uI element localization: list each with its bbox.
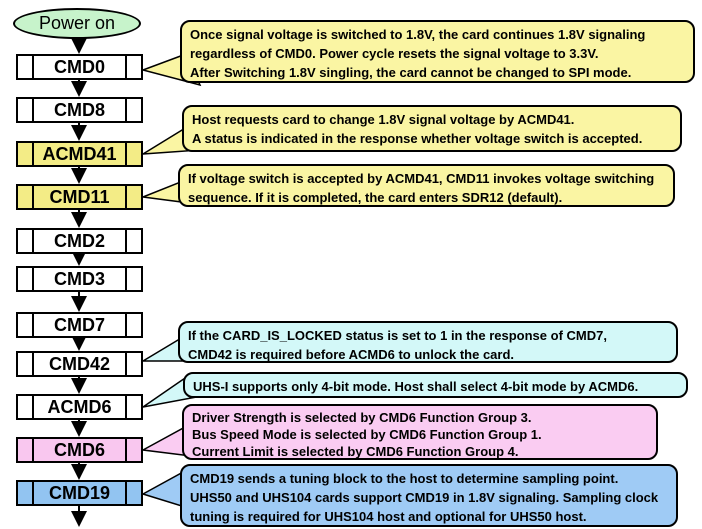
callout-text-line: After Switching 1.8V singling, the card … [190, 65, 632, 80]
start-node: Power on [13, 8, 141, 39]
node-label: ACMD41 [42, 143, 117, 164]
callout-acmd41: Host requests card to change 1.8V signal… [182, 105, 682, 152]
node-label: CMD3 [53, 268, 105, 289]
callout-text-line: A status is indicated in the response wh… [192, 131, 643, 146]
callout-text-line: UHS50 and UHS104 cards support CMD19 in … [190, 490, 659, 505]
node-label: CMD42 [48, 353, 110, 374]
callout-acmd6: UHS-I supports only 4-bit mode. Host sha… [183, 372, 688, 398]
node-label: CMD6 [53, 439, 105, 460]
node-cmd19: CMD19 [16, 480, 143, 506]
callout-text-line: Current Limit is selected by CMD6 Functi… [192, 444, 519, 459]
callout-text-line: CMD42 is required before ACMD6 to unlock… [188, 347, 515, 362]
callout-cmd19: CMD19 sends a tuning block to the host t… [180, 464, 678, 527]
node-cmd7: CMD7 [16, 312, 143, 338]
node-label: ACMD6 [47, 396, 112, 417]
callout-cmd6: Driver Strength is selected by CMD6 Func… [182, 404, 658, 460]
node-cmd42: CMD42 [16, 351, 143, 377]
callout-text-line: regardless of CMD0. Power cycle resets t… [190, 46, 599, 61]
callout-cmd11: If voltage switch is accepted by ACMD41,… [178, 164, 675, 207]
node-label: CMD19 [48, 482, 110, 503]
node-cmd11: CMD11 [16, 184, 143, 210]
callout-text-line: tuning is required for UHS104 host and o… [190, 509, 587, 524]
callout-text-line: Driver Strength is selected by CMD6 Func… [192, 410, 532, 425]
node-cmd3: CMD3 [16, 266, 143, 292]
node-cmd8: CMD8 [16, 97, 143, 123]
callout-text-line: UHS-I supports only 4-bit mode. Host sha… [193, 379, 639, 394]
node-label: CMD8 [53, 99, 105, 120]
node-label: CMD7 [53, 314, 105, 335]
callout-text-line: Host requests card to change 1.8V signal… [192, 112, 575, 127]
node-acmd41: ACMD41 [16, 141, 143, 167]
callout-text-line: If the CARD_IS_LOCKED status is set to 1… [188, 328, 607, 343]
callout-text-line: If voltage switch is accepted by ACMD41,… [188, 171, 655, 186]
node-cmd6: CMD6 [16, 437, 143, 463]
node-cmd2: CMD2 [16, 228, 143, 254]
node-label: CMD2 [53, 230, 105, 251]
callout-cmd42: If the CARD_IS_LOCKED status is set to 1… [178, 321, 678, 363]
callout-cmd0: Once signal voltage is switched to 1.8V,… [180, 20, 695, 83]
node-label: CMD0 [53, 56, 105, 77]
callout-text-line: sequence. If it is completed, the card e… [188, 190, 563, 205]
callout-text-line: CMD19 sends a tuning block to the host t… [190, 471, 619, 486]
callout-text-line: Bus Speed Mode is selected by CMD6 Funct… [192, 427, 542, 442]
callout-text-line: Once signal voltage is switched to 1.8V,… [190, 27, 646, 42]
node-label: CMD11 [49, 186, 110, 207]
node-acmd6: ACMD6 [16, 394, 143, 420]
start-node-label: Power on [38, 13, 116, 33]
node-cmd0: CMD0 [16, 54, 143, 80]
